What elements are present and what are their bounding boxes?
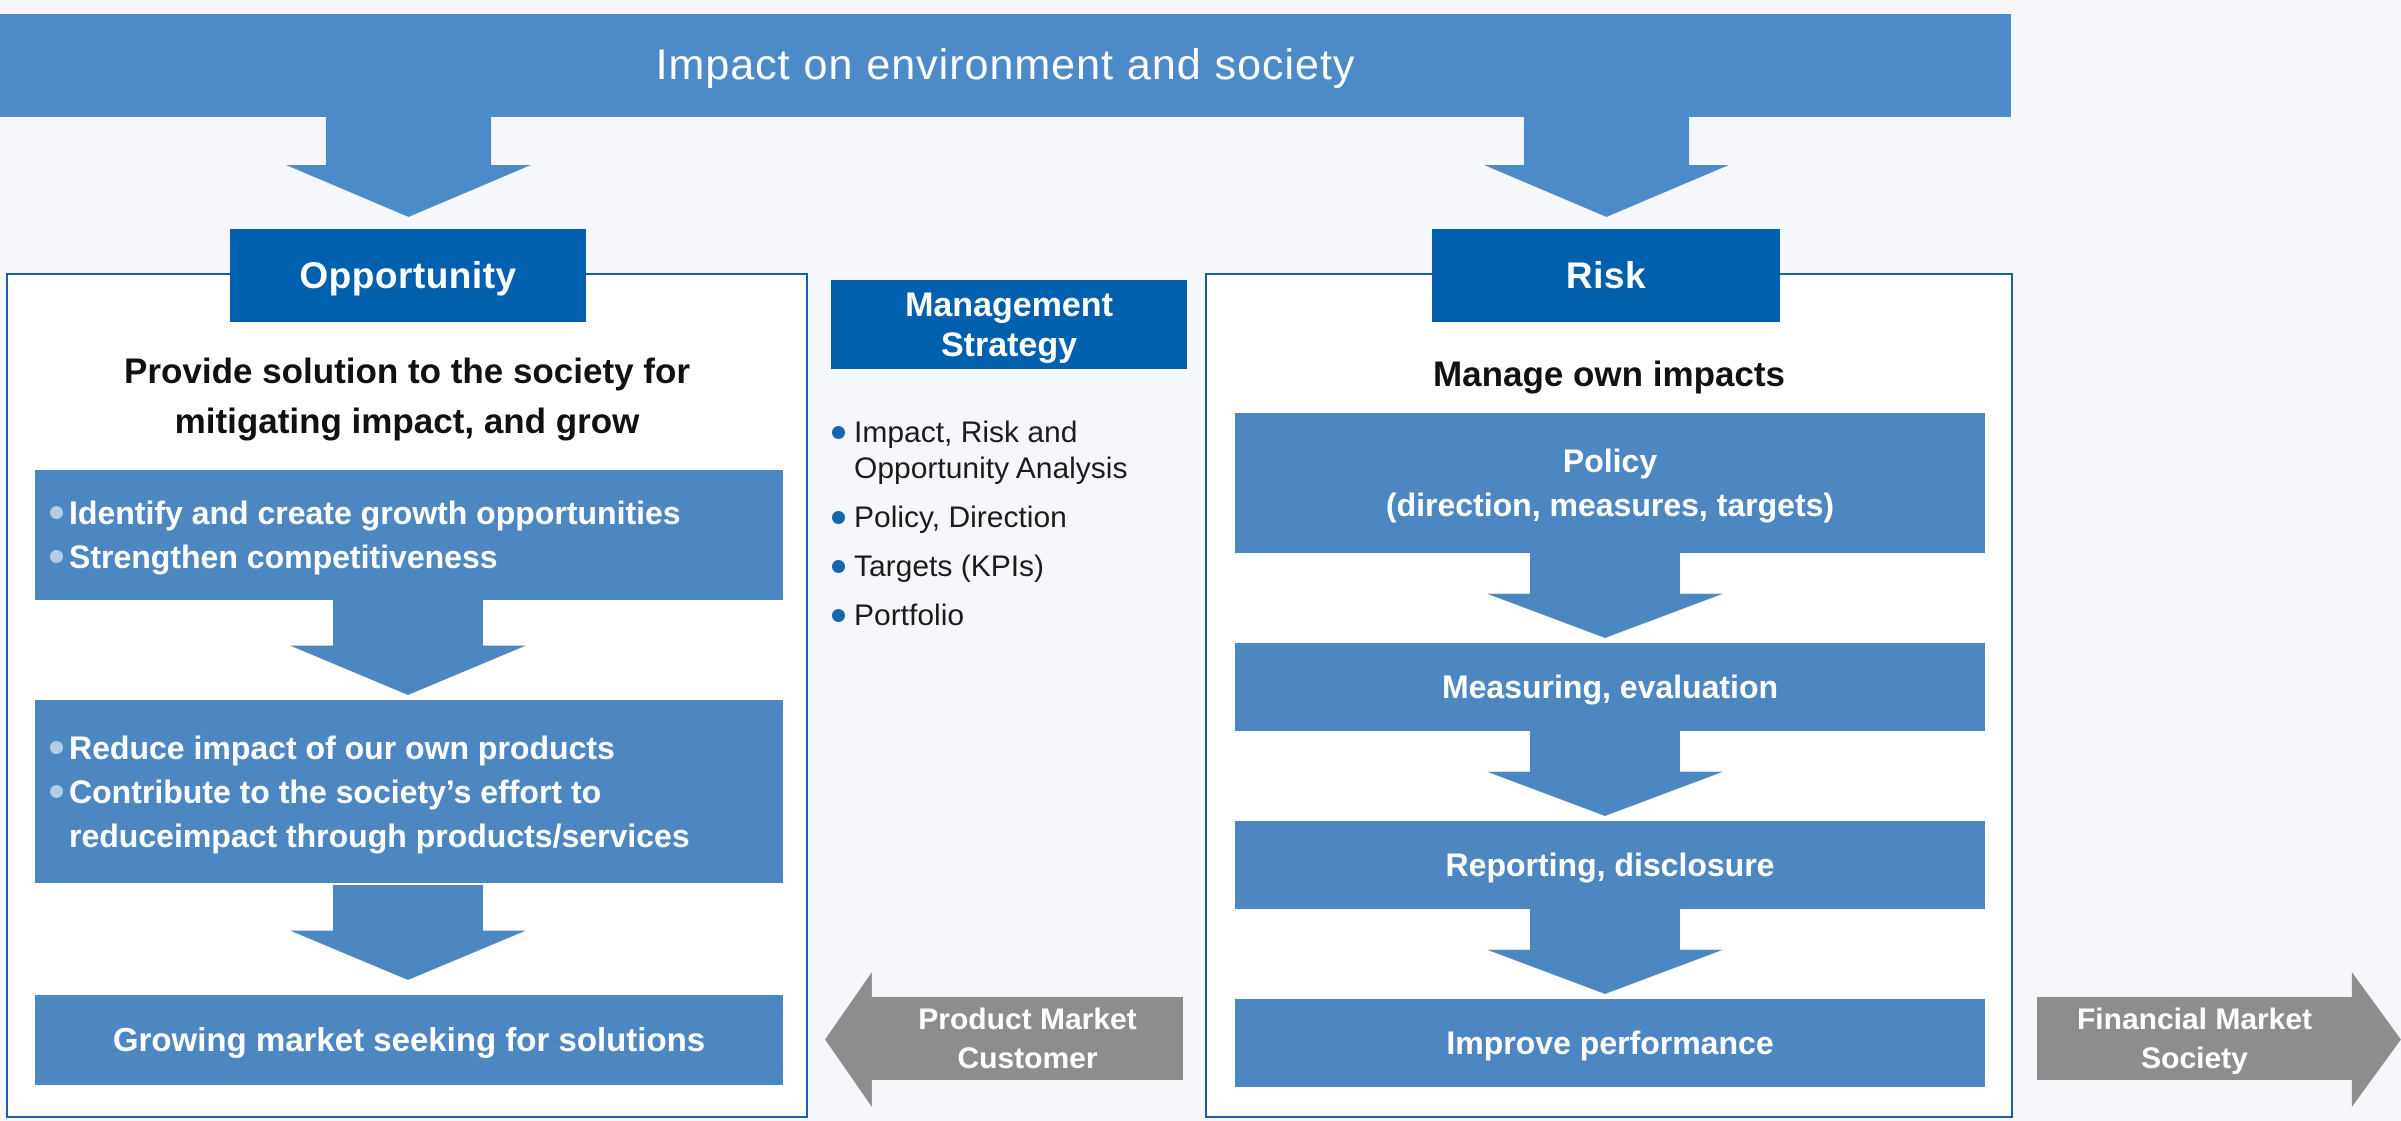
financial-market-arrow: Financial Market Society: [2037, 972, 2401, 1107]
bullet-dot-icon: [832, 426, 845, 439]
opportunity-box-market-label: Growing market seeking for solutions: [112, 1021, 706, 1058]
product-market-arrow-line1: Product Market: [918, 1002, 1137, 1036]
risk-step-improve: Improve performance: [1235, 999, 1985, 1087]
list-item-line: Opportunity Analysis: [854, 452, 1128, 485]
list-item-line: Impact, Risk and: [854, 416, 1078, 449]
opportunity-box-growth: Identify and create growth opportunities…: [35, 470, 783, 600]
bullet-dot-icon: [832, 560, 845, 573]
risk-step-line: Improve performance: [1446, 1025, 1774, 1061]
bullet-dot-icon: [50, 784, 63, 798]
management-strategy-line1: Management: [905, 285, 1113, 324]
down-arrow-to-opportunity-icon: [286, 117, 531, 217]
bullet-text: Strengthen competitiveness: [69, 539, 498, 575]
risk-step-policy: Policy (direction, measures, targets): [1235, 413, 1985, 553]
opportunity-heading-line1: Provide solution to the society for: [124, 352, 690, 391]
risk-header: Risk: [1432, 229, 1780, 322]
risk-step-line: Policy: [1562, 443, 1658, 479]
list-item-line: Policy, Direction: [854, 501, 1067, 534]
risk-header-label: Risk: [1565, 254, 1647, 296]
opportunity-header: Opportunity: [230, 229, 586, 322]
bullet-text: Identify and create growth opportunities: [69, 495, 681, 531]
risk-step-line: Measuring, evaluation: [1441, 669, 1779, 705]
opportunity-box-reduce: Reduce impact of our own products Contri…: [35, 700, 783, 883]
management-strategy-list: Impact, Risk and Opportunity Analysis Po…: [832, 415, 1204, 647]
list-item: Targets (KPIs): [832, 549, 1204, 585]
opportunity-box-market: Growing market seeking for solutions: [35, 995, 783, 1085]
list-item-line: Portfolio: [854, 599, 965, 632]
top-banner: Impact on environment and society: [0, 14, 2011, 117]
risk-step-line: (direction, measures, targets): [1385, 487, 1835, 523]
opportunity-heading: Provide solution to the society for miti…: [8, 347, 806, 447]
bullet-dot-icon: [832, 609, 845, 622]
financial-market-arrow-line1: Financial Market: [2076, 1002, 2313, 1036]
bullet-dot-icon: [50, 506, 63, 519]
top-banner-title: Impact on environment and society: [655, 41, 1356, 89]
bullet-dot-icon: [50, 740, 63, 754]
risk-step-reporting: Reporting, disclosure: [1235, 821, 1985, 909]
management-strategy-line2: Strategy: [940, 325, 1078, 364]
management-strategy-header: Management Strategy: [831, 280, 1187, 369]
risk-heading: Manage own impacts: [1432, 355, 1786, 394]
risk-step-measuring: Measuring, evaluation: [1235, 643, 1985, 731]
bullet-row: Identify and create growth opportunities: [50, 491, 783, 535]
bullet-row: Reduce impact of our own products: [50, 726, 783, 770]
product-market-arrow-line2: Customer: [957, 1041, 1098, 1075]
product-market-arrow: Product Market Customer: [825, 972, 1183, 1107]
bullet-text: Contribute to the society’s effort to: [69, 773, 602, 810]
bullet-row: Strengthen competitiveness: [50, 535, 783, 579]
bullet-dot-icon: [832, 511, 845, 524]
list-item: Impact, Risk and Opportunity Analysis: [832, 415, 1204, 487]
opportunity-heading-line2: mitigating impact, and grow: [174, 402, 640, 441]
list-item: Portfolio: [832, 598, 1204, 634]
bullet-row: Contribute to the society’s effort to: [50, 770, 783, 814]
bullet-continuation-text: reduceimpact through products/services: [69, 817, 690, 854]
bullet-dot-icon: [50, 550, 63, 563]
risk-step-line: Reporting, disclosure: [1445, 847, 1775, 883]
opportunity-header-label: Opportunity: [299, 254, 517, 296]
list-item-line: Targets (KPIs): [854, 550, 1045, 583]
bullet-text: Reduce impact of our own products: [69, 729, 615, 766]
down-arrow-to-risk-icon: [1484, 117, 1729, 217]
list-item: Policy, Direction: [832, 500, 1204, 536]
financial-market-arrow-line2: Society: [2141, 1041, 2248, 1075]
